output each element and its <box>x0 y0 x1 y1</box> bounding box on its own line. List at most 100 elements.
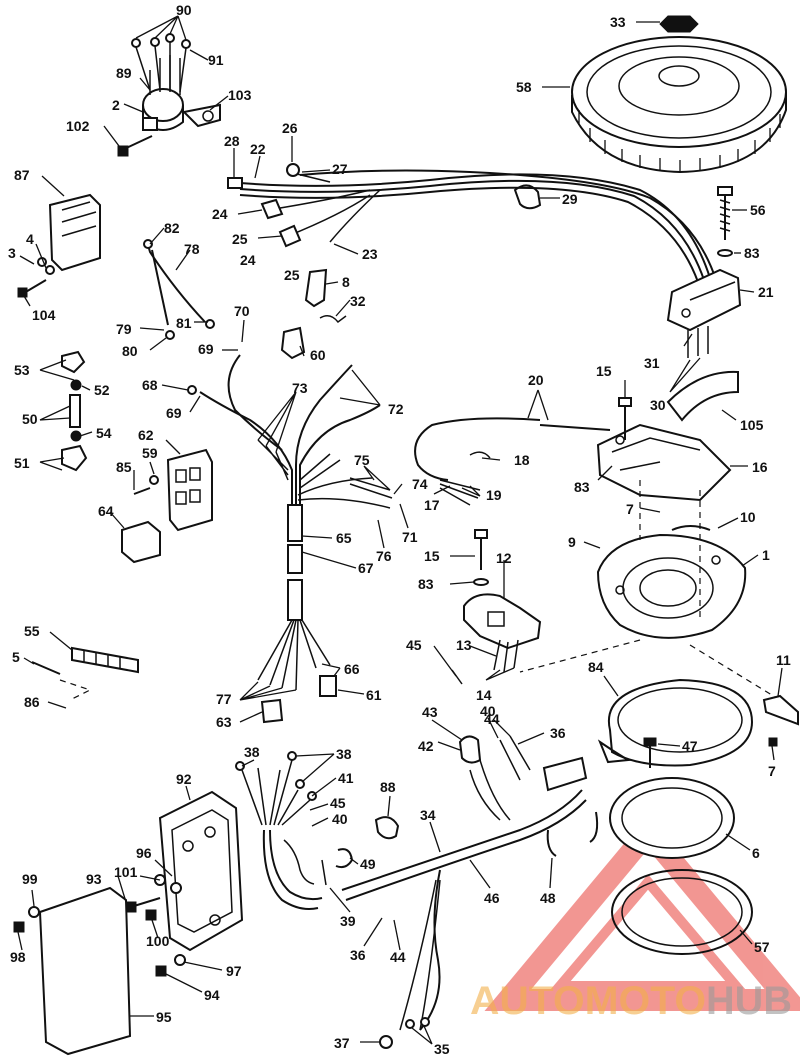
shield-105 <box>666 370 739 422</box>
terminal-block <box>31 646 139 701</box>
starter-solenoid <box>131 33 191 131</box>
screw-47 <box>643 737 657 768</box>
callout-14: 14 <box>476 687 492 703</box>
callout-85: 85 <box>116 459 132 475</box>
callout-33: 33 <box>610 14 626 30</box>
callout-44a: 44 <box>484 711 500 727</box>
ignition-coil <box>463 593 542 673</box>
callout-76: 76 <box>376 548 392 564</box>
callout-20: 20 <box>528 372 544 388</box>
callout-13: 13 <box>456 637 472 653</box>
callout-42: 42 <box>418 738 434 754</box>
callout-101: 101 <box>114 864 138 880</box>
callout-9: 9 <box>568 534 576 550</box>
callout-80: 80 <box>122 343 138 359</box>
callout-15a: 15 <box>596 363 612 379</box>
callout-52: 52 <box>94 382 110 398</box>
callout-82: 82 <box>164 220 180 236</box>
callout-34: 34 <box>420 807 436 823</box>
wire-ends-74 <box>349 477 393 499</box>
callout-24b: 24 <box>240 252 256 268</box>
callout-7b: 7 <box>768 763 776 779</box>
callout-24a: 24 <box>212 206 228 222</box>
callout-19: 19 <box>486 487 502 503</box>
callout-94: 94 <box>204 987 220 1003</box>
fasteners <box>13 874 186 977</box>
callout-77: 77 <box>216 691 232 707</box>
watermark-text: AUTOMOTO HUB <box>470 979 792 1023</box>
solenoid-screw <box>117 135 153 157</box>
callout-71: 71 <box>402 529 418 545</box>
callout-54: 54 <box>96 425 112 441</box>
callout-81: 81 <box>176 315 192 331</box>
callout-31: 31 <box>644 355 660 371</box>
callout-25a: 25 <box>232 231 248 247</box>
callout-45a: 45 <box>406 637 422 653</box>
callout-89: 89 <box>116 65 132 81</box>
callout-100: 100 <box>146 933 170 949</box>
callout-87: 87 <box>14 167 30 183</box>
callout-40a: 40 <box>480 703 496 719</box>
ring-6 <box>609 777 735 859</box>
callout-32: 32 <box>350 293 366 309</box>
callout-68: 68 <box>142 377 158 393</box>
watermark-triangle <box>484 814 800 1011</box>
clip-32 <box>319 315 347 324</box>
callout-93: 93 <box>86 871 102 887</box>
callout-102: 102 <box>66 118 90 134</box>
callout-22: 22 <box>250 141 266 157</box>
callout-23: 23 <box>362 246 378 262</box>
watermark-text-automoto: AUTOMOTO <box>470 979 706 1023</box>
relay-64 <box>121 520 161 564</box>
callout-58: 58 <box>516 79 532 95</box>
spark-plug-boot <box>280 268 328 360</box>
callout-16: 16 <box>752 459 768 475</box>
callout-43: 43 <box>422 704 438 720</box>
callout-98: 98 <box>10 949 26 965</box>
stator-wire-bundle <box>227 163 717 283</box>
mounting-plate <box>158 790 244 952</box>
callout-96: 96 <box>136 845 152 861</box>
tachometer-harness <box>235 751 327 910</box>
callout-26: 26 <box>282 120 298 136</box>
retainer-10 <box>671 525 711 531</box>
callout-46: 46 <box>484 890 500 906</box>
callout-labels: 90 91 89 2 103 102 33 58 28 26 22 27 29 … <box>8 2 791 1057</box>
callout-59: 59 <box>142 445 158 461</box>
callout-6: 6 <box>752 845 760 861</box>
callout-56: 56 <box>750 202 766 218</box>
callout-78: 78 <box>184 241 200 257</box>
callout-69b: 69 <box>166 405 182 421</box>
callout-62: 62 <box>138 427 154 443</box>
callout-86: 86 <box>24 694 40 710</box>
cover-95 <box>38 886 132 1056</box>
callout-36a: 36 <box>550 725 566 741</box>
callout-83a: 83 <box>744 245 760 261</box>
fuse-holder <box>61 350 88 472</box>
callout-15b: 15 <box>424 548 440 564</box>
sensor-leads-31 <box>687 326 709 358</box>
flywheel <box>571 36 787 174</box>
bracket-11 <box>762 694 799 747</box>
callout-83b: 83 <box>574 479 590 495</box>
wire-terminal-boot <box>260 198 302 248</box>
callout-35: 35 <box>434 1041 450 1057</box>
ground-strap <box>143 239 215 340</box>
callout-25b: 25 <box>284 267 300 283</box>
timer-base-cover <box>666 268 742 332</box>
throttle-cable <box>414 417 611 481</box>
callout-28: 28 <box>224 133 240 149</box>
callout-10: 10 <box>740 509 756 525</box>
leader-lines <box>17 15 783 1045</box>
timer-dashlines <box>519 480 781 701</box>
armature-plate <box>596 533 747 639</box>
main-wire-harness <box>187 354 391 724</box>
callout-92: 92 <box>176 771 192 787</box>
callout-2: 2 <box>112 97 120 113</box>
callout-50: 50 <box>22 411 38 427</box>
callout-88: 88 <box>380 779 396 795</box>
callout-79: 79 <box>116 321 132 337</box>
callout-97: 97 <box>226 963 242 979</box>
callout-39: 39 <box>340 913 356 929</box>
callout-37: 37 <box>334 1035 350 1051</box>
